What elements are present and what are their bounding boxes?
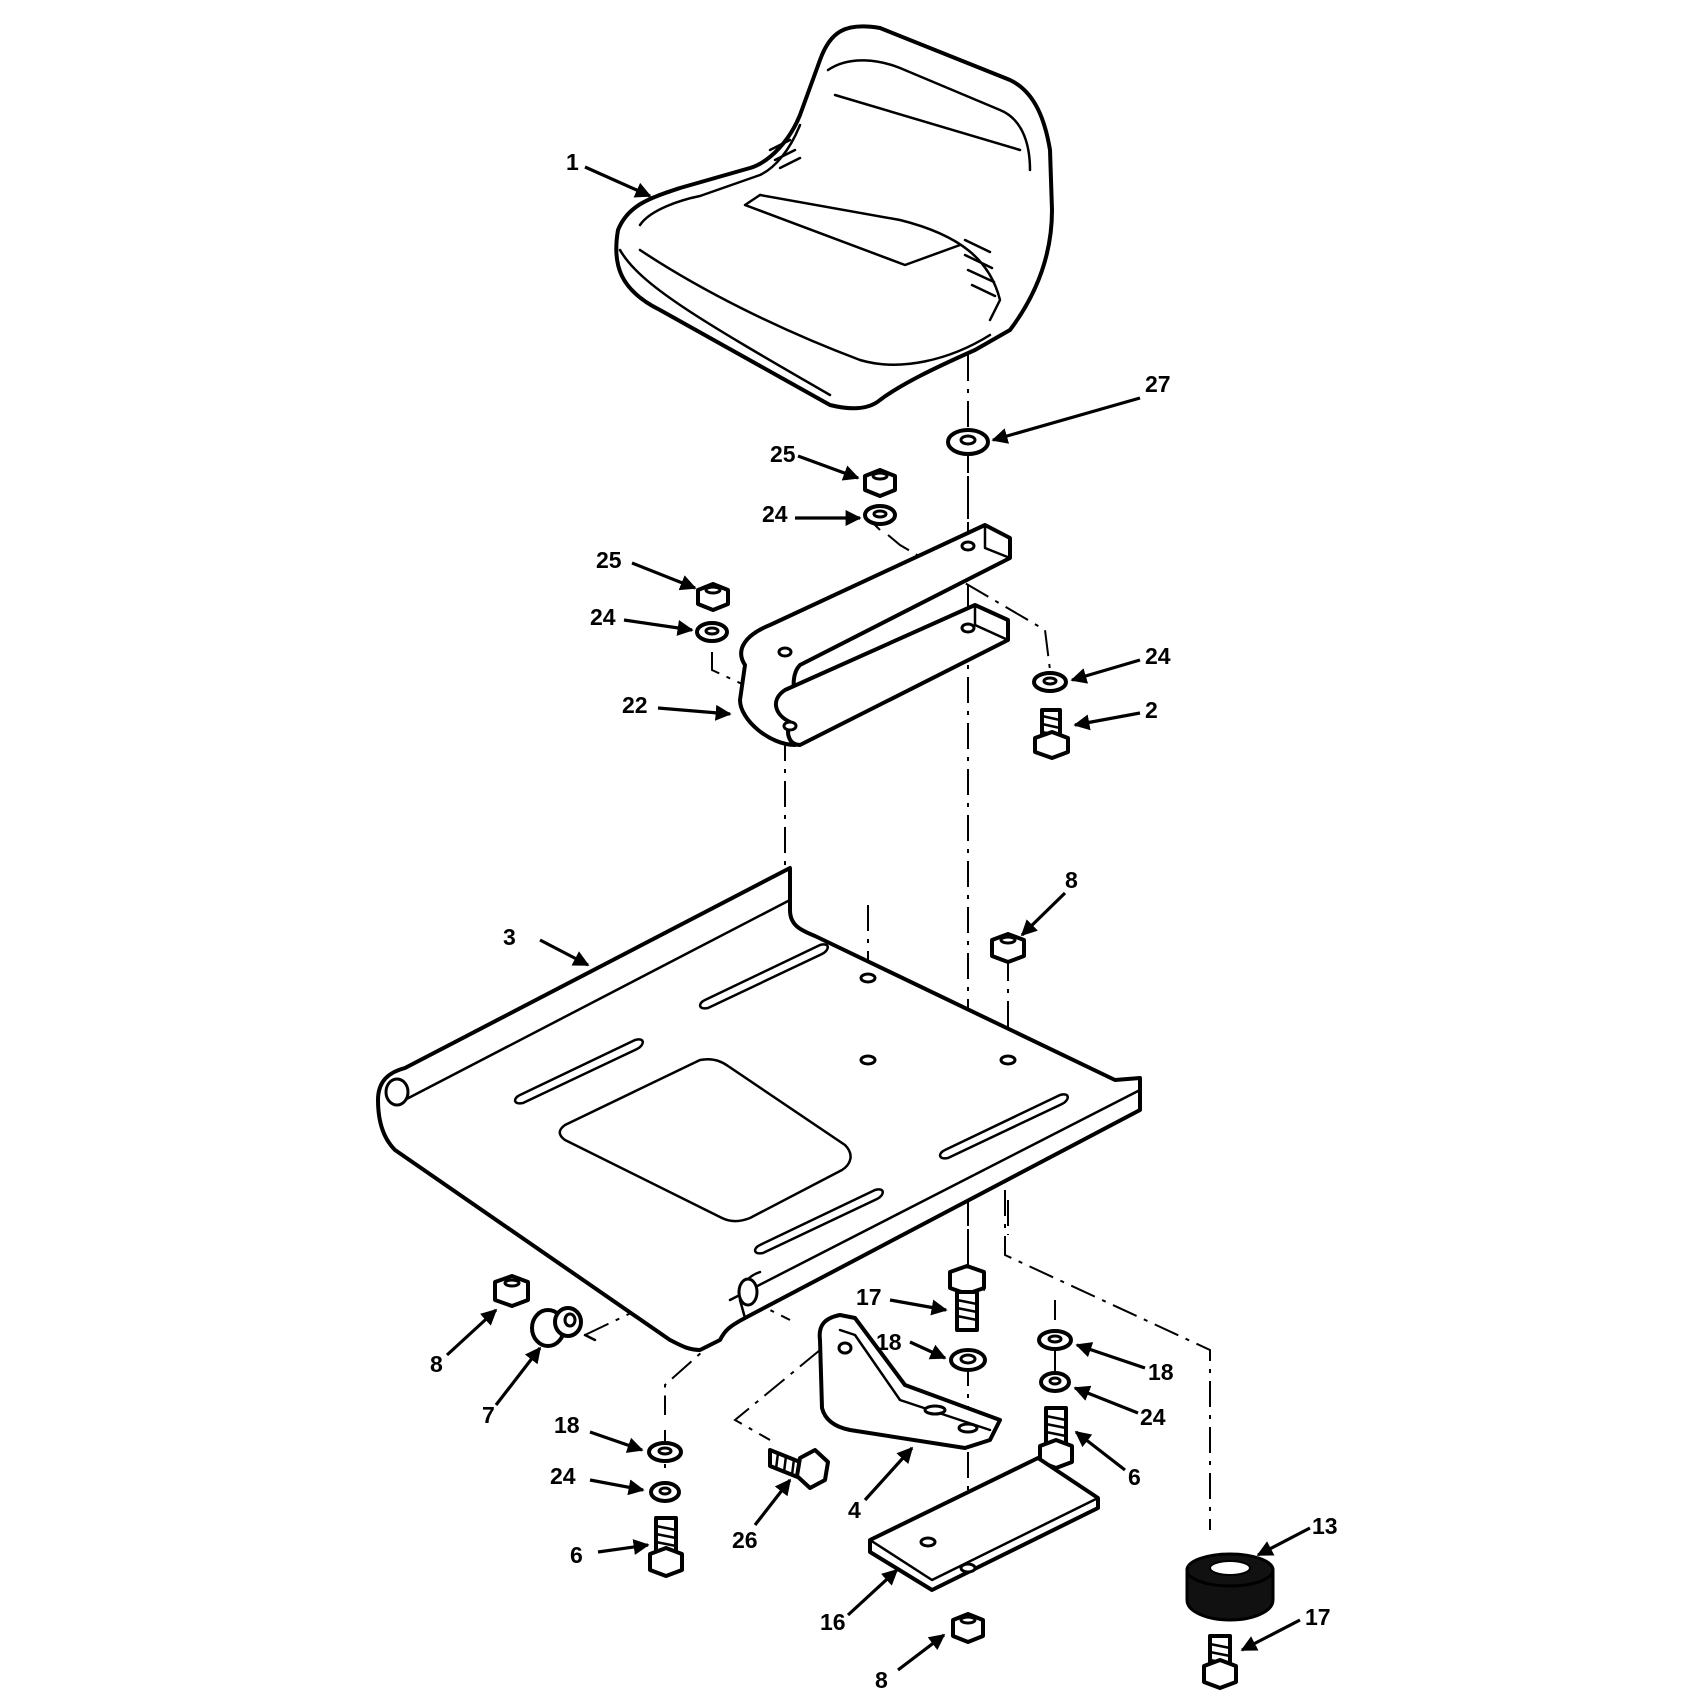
- callout-labels: 1 27 25 24 25 24 24 22 2 3 8 8 7 17 18 1…: [430, 149, 1338, 1693]
- spacer-part-7: [530, 1306, 597, 1348]
- callout-2: 2: [1145, 697, 1158, 723]
- bolt-part-26: [768, 1448, 830, 1490]
- seat-part-1: [614, 24, 1054, 411]
- callout-1: 1: [566, 149, 579, 175]
- bolt-part-2: [1033, 708, 1070, 760]
- nut-part-8-upper: [990, 932, 1026, 964]
- callout-22: 22: [622, 692, 648, 718]
- washer-part-24-lower-right: [1039, 1371, 1071, 1393]
- callout-8: 8: [875, 1667, 888, 1693]
- bolt-part-17-upper: [948, 1264, 986, 1332]
- callout-8: 8: [430, 1351, 443, 1377]
- callout-8: 8: [1065, 867, 1078, 893]
- washer-part-24-right: [1032, 671, 1068, 693]
- bumper-part-13: [1185, 1552, 1275, 1622]
- callout-26: 26: [732, 1527, 758, 1553]
- callout-17: 17: [856, 1284, 882, 1310]
- nut-part-25-left: [696, 582, 730, 612]
- nut-part-8-lower: [951, 1612, 985, 1644]
- callout-16: 16: [820, 1609, 846, 1635]
- callout-24: 24: [550, 1463, 576, 1489]
- callout-24: 24: [1140, 1404, 1166, 1430]
- callout-13: 13: [1312, 1513, 1338, 1539]
- callout-25: 25: [770, 441, 796, 467]
- nut-part-25-upper: [863, 468, 897, 498]
- washer-part-18-left: [647, 1441, 683, 1463]
- bolt-part-6-left: [648, 1516, 684, 1578]
- callout-6: 6: [570, 1542, 583, 1568]
- callout-18: 18: [876, 1329, 902, 1355]
- bracket-part-22: [738, 523, 1012, 747]
- frame-plate-part-3: [376, 866, 1142, 1352]
- callout-27: 27: [1145, 371, 1171, 397]
- washer-part-24-lower-left: [649, 1481, 681, 1503]
- callout-4: 4: [848, 1497, 861, 1523]
- bolt-part-17-lower: [1202, 1634, 1238, 1690]
- washer-part-24-upper: [863, 504, 897, 526]
- callout-17: 17: [1305, 1604, 1331, 1630]
- mounting-bracket-part-4: [817, 1313, 1002, 1450]
- callout-7: 7: [482, 1402, 495, 1428]
- washer-part-18-right: [1037, 1329, 1073, 1351]
- leader-arrows: [445, 165, 1311, 1672]
- callout-18: 18: [554, 1412, 580, 1438]
- callout-24: 24: [590, 604, 616, 630]
- callout-3: 3: [503, 924, 516, 950]
- callout-24: 24: [762, 501, 788, 527]
- callout-24: 24: [1145, 643, 1171, 669]
- washer-part-18-upper: [949, 1348, 987, 1372]
- bolt-part-6-right: [1038, 1406, 1074, 1470]
- washer-part-24-left: [695, 621, 729, 643]
- washer-part-27: [946, 428, 990, 456]
- callout-18: 18: [1148, 1359, 1174, 1385]
- nut-part-8-left: [493, 1274, 530, 1308]
- plate-part-16: [868, 1456, 1100, 1592]
- callout-25: 25: [596, 547, 622, 573]
- callout-6: 6: [1128, 1464, 1141, 1490]
